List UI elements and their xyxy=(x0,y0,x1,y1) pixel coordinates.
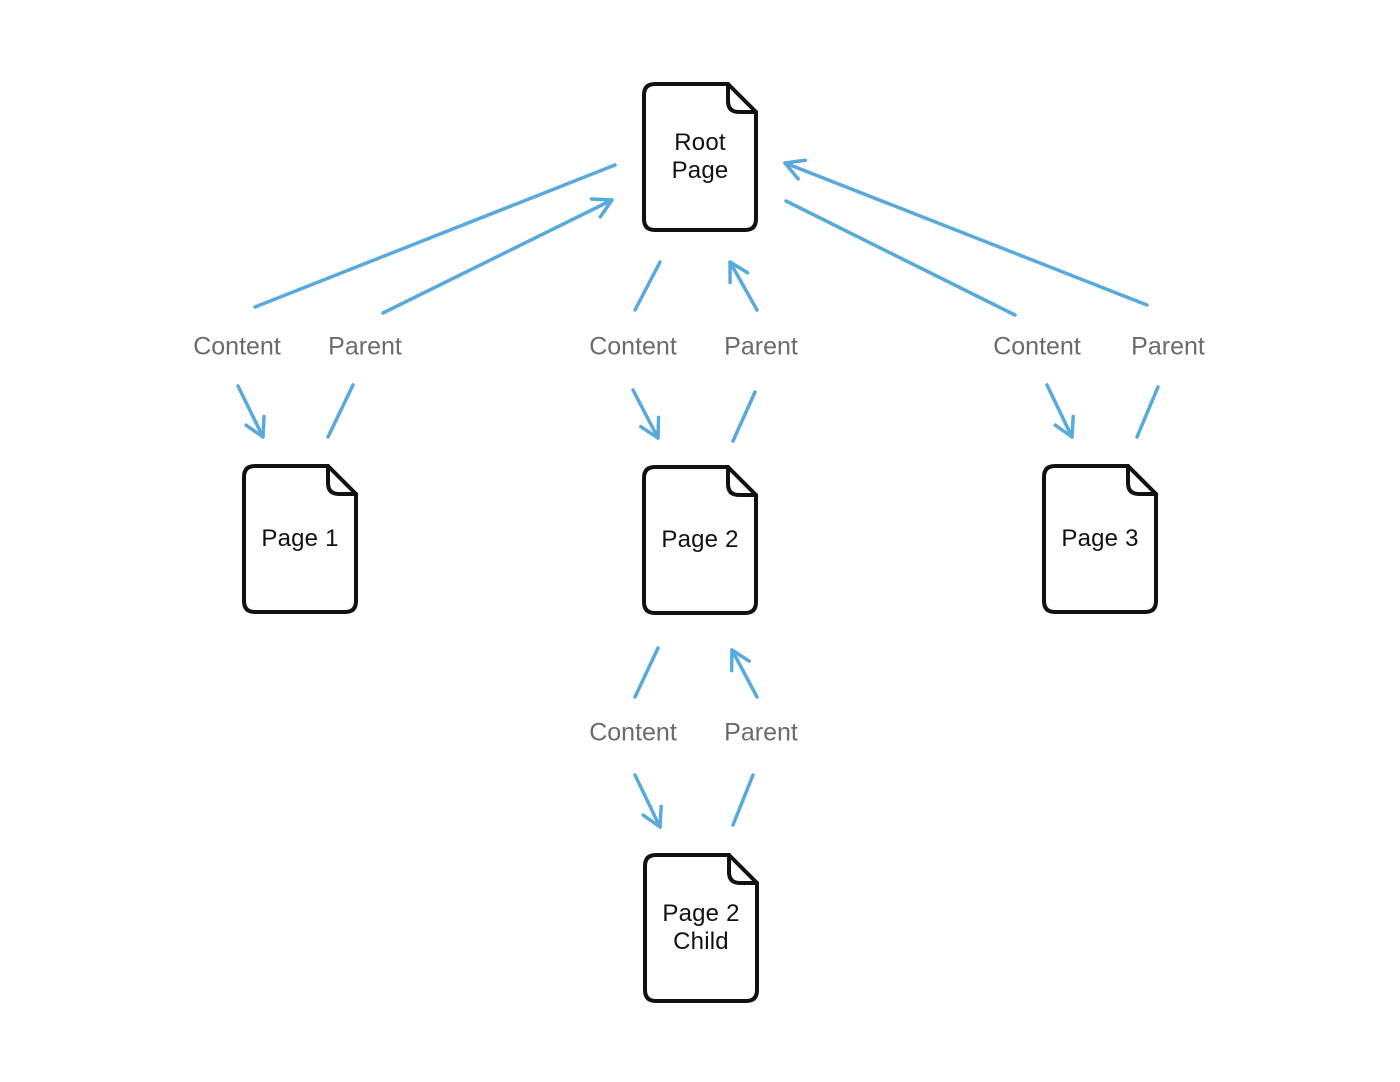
document-icon xyxy=(642,465,758,615)
document-icon xyxy=(643,853,759,1003)
edge-label-content-page2: Content xyxy=(589,332,677,361)
edge-root-page3-content-head xyxy=(1045,383,1075,439)
node-label-page-2: Page 2 xyxy=(661,526,739,553)
edge-child-page2-parent-lower xyxy=(731,773,755,827)
edge-child-page2-parent-upper xyxy=(729,648,759,699)
node-page-2-child: Page 2 Child xyxy=(643,853,759,1003)
edge-root-page2-content-upper xyxy=(633,260,662,312)
edge-label-content-page3: Content xyxy=(993,332,1081,361)
document-icon xyxy=(1042,464,1158,614)
node-label-page-2-child: Page 2 Child xyxy=(662,900,740,955)
edge-page3-root-parent-tail xyxy=(1135,385,1160,439)
edge-label-content-page1: Content xyxy=(193,332,281,361)
edge-label-parent-page1: Parent xyxy=(328,332,402,361)
edge-page2-child-content-lower xyxy=(633,773,663,829)
node-page-2: Page 2 xyxy=(642,465,758,615)
node-page-1: Page 1 xyxy=(242,464,358,614)
node-label-page-3: Page 3 xyxy=(1061,525,1139,552)
document-icon xyxy=(642,82,758,232)
edge-page1-root-parent-tail xyxy=(326,383,355,439)
edge-root-page3-content-main xyxy=(784,199,1017,317)
edge-root-page1-content-head xyxy=(236,384,266,439)
node-page-3: Page 3 xyxy=(1042,464,1158,614)
document-icon xyxy=(242,464,358,614)
edge-page2-root-parent-lower xyxy=(731,390,757,443)
edge-label-parent-page3: Parent xyxy=(1131,332,1205,361)
edge-root-page2-content-lower xyxy=(631,388,661,440)
edge-page2-root-parent-upper xyxy=(728,260,759,312)
edge-page1-root-parent-main xyxy=(381,197,614,315)
edge-label-parent-page2: Parent xyxy=(724,332,798,361)
node-root-page: Root Page xyxy=(642,82,758,232)
node-label-page-1: Page 1 xyxy=(261,525,339,552)
edge-label-content-page2child: Content xyxy=(589,718,677,747)
node-label-root-page: Root Page xyxy=(671,129,729,184)
edge-page3-root-parent-main xyxy=(783,158,1149,307)
edge-page2-child-content-upper xyxy=(633,646,660,699)
edge-label-parent-page2child: Parent xyxy=(724,718,798,747)
edge-root-page1-content-main xyxy=(253,163,617,309)
